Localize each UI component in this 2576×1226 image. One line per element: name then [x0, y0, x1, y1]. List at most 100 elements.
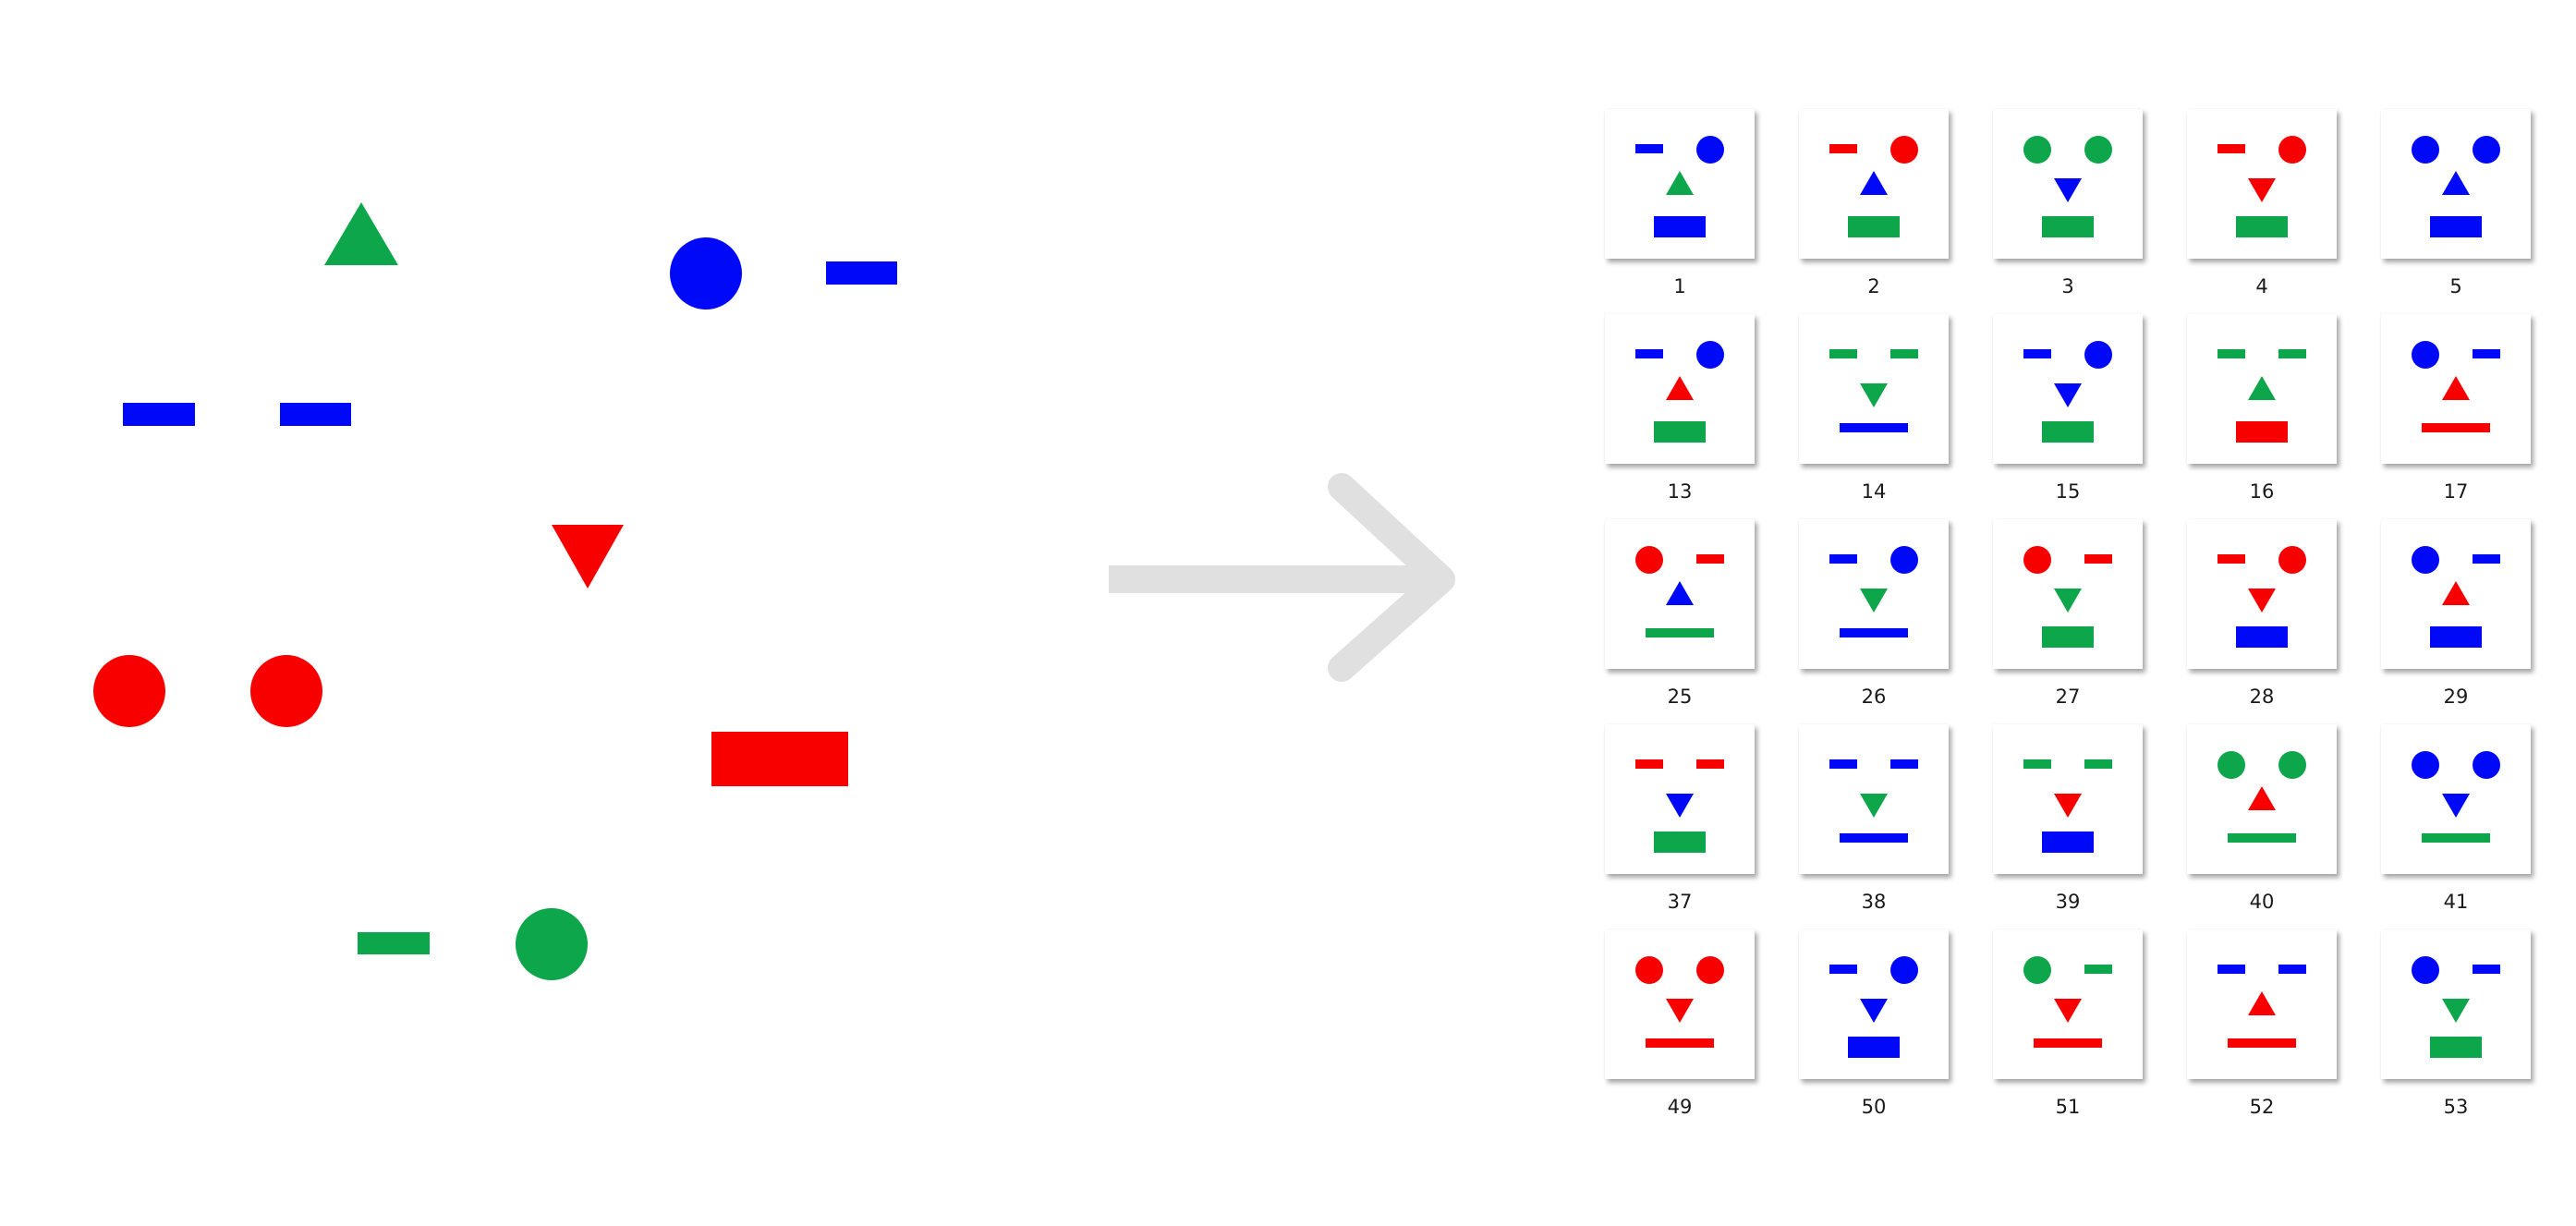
face-card-25[interactable]	[1605, 519, 1755, 669]
left-eye-bar	[1829, 965, 1857, 974]
right-eye-bar	[2084, 965, 2112, 974]
red-rect-part	[711, 732, 848, 786]
face-card-39[interactable]	[1993, 724, 2143, 874]
face-card-17[interactable]	[2381, 314, 2531, 464]
right-eye-bar	[2278, 349, 2306, 358]
mouth-line	[2422, 423, 2490, 432]
face-card-15[interactable]	[1993, 314, 2143, 464]
mouth-box	[1654, 216, 1706, 237]
face-card-51[interactable]	[1993, 929, 2143, 1079]
blue-rect-part	[826, 261, 897, 285]
nose-triangle-up	[1860, 171, 1888, 195]
mouth-box	[2042, 216, 2094, 237]
blue-rect-part	[123, 403, 195, 426]
face-label: 5	[2449, 275, 2462, 297]
face-card-26[interactable]	[1799, 519, 1949, 669]
face-card-13[interactable]	[1605, 314, 1755, 464]
left-eye-bar	[1829, 144, 1857, 153]
face-label: 14	[1861, 480, 1887, 503]
left-eye-bar	[1635, 759, 1663, 769]
nose-triangle-down	[2054, 383, 2082, 407]
left-eye-bar	[1829, 554, 1857, 564]
face-label: 3	[2061, 275, 2074, 297]
red-circle-part	[93, 655, 165, 727]
nose-triangle-down	[1860, 794, 1888, 818]
face-label: 49	[1667, 1096, 1693, 1118]
left-eye-bar	[1635, 144, 1663, 153]
red-triangle-down-part	[551, 525, 624, 589]
green-circle-part	[516, 908, 588, 980]
mouth-box	[2430, 216, 2482, 237]
face-card-1[interactable]	[1605, 109, 1755, 259]
face-card-53[interactable]	[2381, 929, 2531, 1079]
green-rect-part	[358, 932, 430, 954]
mouth-line	[2034, 1038, 2102, 1048]
face-card-14[interactable]	[1799, 314, 1949, 464]
face-card-41[interactable]	[2381, 724, 2531, 874]
nose-triangle-up	[2442, 376, 2470, 400]
face-card-49[interactable]	[1605, 929, 1755, 1079]
left-eye-circle	[2218, 751, 2245, 779]
face-card-50[interactable]	[1799, 929, 1949, 1079]
face-label: 25	[1667, 686, 1693, 708]
nose-triangle-up	[2248, 786, 2276, 810]
left-eye-bar	[1635, 349, 1663, 358]
face-card-52[interactable]	[2187, 929, 2337, 1079]
green-triangle-up-part	[324, 202, 398, 265]
face-card-27[interactable]	[1993, 519, 2143, 669]
blue-circle-part	[670, 237, 742, 310]
face-card-29[interactable]	[2381, 519, 2531, 669]
mouth-line	[2422, 833, 2490, 843]
face-label: 39	[2055, 891, 2081, 913]
nose-triangle-down	[2054, 999, 2082, 1023]
face-card-37[interactable]	[1605, 724, 1755, 874]
face-card-2[interactable]	[1799, 109, 1949, 259]
face-card-40[interactable]	[2187, 724, 2337, 874]
right-eye-circle	[1696, 341, 1724, 369]
nose-triangle-up	[2248, 376, 2276, 400]
right-eye-bar	[2084, 759, 2112, 769]
mouth-box	[2236, 216, 2288, 237]
nose-triangle-up	[2442, 171, 2470, 195]
nose-triangle-down	[2054, 794, 2082, 818]
nose-triangle-down	[1860, 589, 1888, 613]
nose-triangle-down	[2442, 794, 2470, 818]
mouth-line	[1840, 423, 1908, 432]
face-card-3[interactable]	[1993, 109, 2143, 259]
face-label: 28	[2249, 686, 2275, 708]
mouth-box	[1848, 1037, 1900, 1058]
face-card-5[interactable]	[2381, 109, 2531, 259]
left-eye-circle	[2023, 546, 2051, 574]
left-eye-bar	[1829, 759, 1857, 769]
mouth-box	[2430, 626, 2482, 648]
left-eye-circle	[2412, 751, 2439, 779]
mouth-line	[1646, 628, 1714, 637]
mouth-box	[2042, 831, 2094, 853]
nose-triangle-up	[1666, 171, 1694, 195]
face-label: 51	[2055, 1096, 2081, 1118]
right-eye-circle	[1696, 136, 1724, 164]
right-eye-bar	[2473, 554, 2500, 564]
mouth-line	[1840, 628, 1908, 637]
face-card-16[interactable]	[2187, 314, 2337, 464]
face-card-38[interactable]	[1799, 724, 1949, 874]
left-eye-bar	[2023, 759, 2051, 769]
nose-triangle-up	[2442, 581, 2470, 605]
mouth-box	[1654, 831, 1706, 853]
right-eye-bar	[2278, 965, 2306, 974]
left-eye-circle	[2412, 136, 2439, 164]
face-label: 16	[2249, 480, 2275, 503]
face-card-4[interactable]	[2187, 109, 2337, 259]
face-label: 15	[2055, 480, 2081, 503]
left-eye-bar	[2218, 144, 2245, 153]
right-eye-bar	[1696, 759, 1724, 769]
right-eye-circle	[2084, 341, 2112, 369]
face-card-28[interactable]	[2187, 519, 2337, 669]
left-eye-circle	[1635, 956, 1663, 984]
right-eye-circle	[2473, 751, 2500, 779]
left-eye-bar	[1829, 349, 1857, 358]
right-eye-bar	[1696, 554, 1724, 564]
right-eye-circle	[1890, 546, 1918, 574]
right-eye-circle	[2278, 136, 2306, 164]
face-label: 50	[1861, 1096, 1887, 1118]
